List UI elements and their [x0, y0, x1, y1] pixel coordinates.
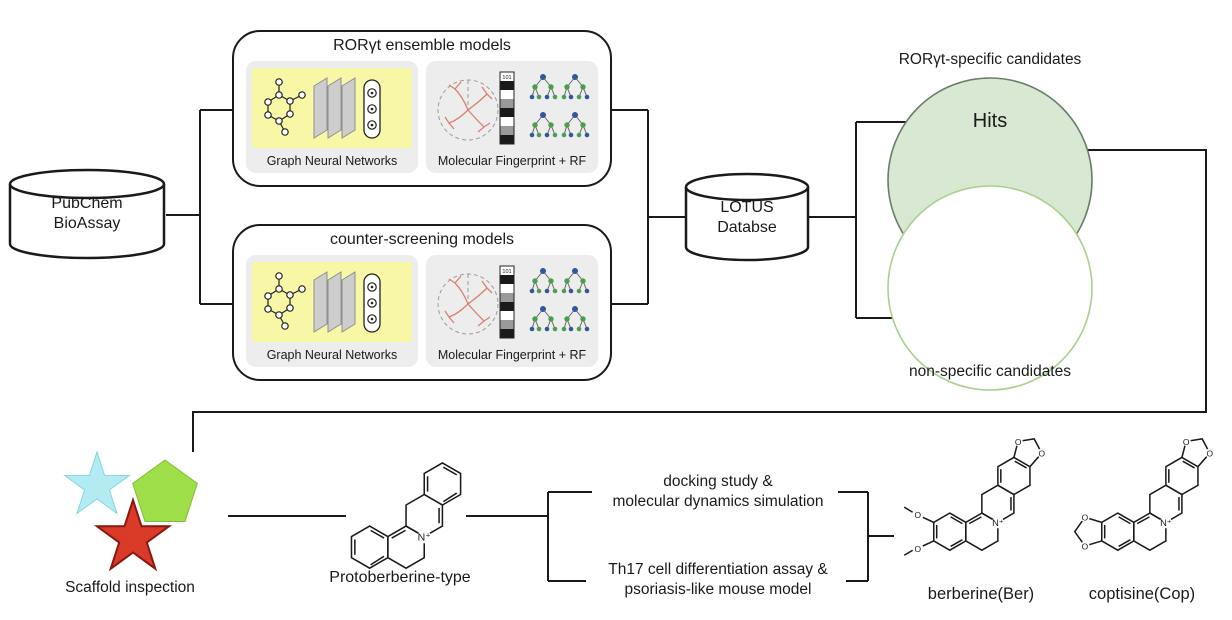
- docking-study-text: docking study & molecular dynamics simul…: [612, 473, 824, 511]
- counter-gnn-panel: Graph Neural Networks: [246, 255, 418, 367]
- left-bracket-lines: [547, 491, 592, 582]
- pubchem-label: PubChem BioAssay: [51, 195, 123, 232]
- lotus-database: LOTUS Databse: [684, 172, 810, 262]
- berberine-label: berberine(Ber): [927, 585, 1035, 603]
- ensemble-fp-panel: Molecular Fingerprint + RF: [426, 61, 598, 173]
- venn-nonspecific-label: non-specific candidates: [909, 363, 1071, 380]
- o-atom-label: O: [1038, 449, 1045, 459]
- o-atom-label: O: [1015, 438, 1022, 447]
- pubchem-cylinder-icon: [8, 168, 166, 260]
- protoberberine-structure: N⁺: [350, 462, 462, 570]
- ensemble-models-box: RORγt ensemble models Graph Neural Netwo…: [232, 30, 612, 187]
- protoberberine-label: Protoberberine-type: [329, 569, 471, 586]
- counter-screening-title: counter-screening models: [329, 231, 515, 248]
- coptisine-structure: N⁺ O O O O: [1073, 438, 1215, 551]
- berberine-structure: N⁺ O O O O: [903, 438, 1047, 556]
- gnn-icon: [252, 68, 412, 148]
- scaffold-shapes: [63, 450, 198, 572]
- ensemble-fp-label: Molecular Fingerprint + RF: [437, 154, 587, 168]
- th17-assay-text: Th17 cell differentiation assay & psoria…: [608, 561, 828, 599]
- ensemble-gnn-label: Graph Neural Networks: [266, 154, 398, 168]
- hits-feedback-line: [192, 149, 1207, 452]
- n-atom-mask: [417, 529, 431, 544]
- lotus-label: LOTUS Databse: [717, 199, 777, 236]
- o-atom-label: O: [1082, 513, 1089, 523]
- venn-bottom-circle: [887, 185, 1093, 391]
- pubchem-branch-line: [166, 109, 234, 305]
- pubchem-database: PubChem BioAssay: [8, 168, 166, 260]
- right-bracket-lines: [838, 491, 894, 582]
- counter-panels: Graph Neural Networks Molecular Fingerpr…: [234, 249, 610, 379]
- scaffold-label: Scaffold inspection: [65, 579, 195, 596]
- lotus-venn-line: [808, 121, 906, 319]
- counter-screening-box: counter-screening models Graph Neural Ne…: [232, 224, 612, 381]
- models-merge-line: [610, 109, 686, 305]
- o-atom-label: O: [1082, 541, 1089, 551]
- gnn-icon: [252, 262, 412, 342]
- ensemble-gnn-panel: Graph Neural Networks: [246, 61, 418, 173]
- counter-fp-label: Molecular Fingerprint + RF: [437, 348, 587, 362]
- red-star-shape: [93, 496, 173, 572]
- o-atom-label: O: [914, 544, 921, 554]
- venn-title: RORγt-specific candidates: [898, 51, 1082, 68]
- n-plus-atom-label: N⁺: [418, 531, 431, 543]
- fingerprint-rf-icon: [437, 71, 590, 145]
- n-plus-atom-label: N⁺: [1160, 518, 1172, 528]
- o-atom-label: O: [914, 510, 921, 520]
- venn-diagram: [887, 77, 1093, 391]
- venn-hits-label: Hits: [972, 110, 1008, 132]
- n-plus-atom-label: N⁺: [992, 518, 1004, 528]
- coptisine-label: coptisine(Cop): [1088, 585, 1196, 603]
- lotus-cylinder-icon: [684, 172, 810, 262]
- o-atom-label: O: [1206, 449, 1213, 459]
- counter-gnn-label: Graph Neural Networks: [266, 348, 398, 362]
- counter-fp-panel: Molecular Fingerprint + RF: [426, 255, 598, 367]
- fingerprint-rf-icon: [437, 265, 590, 339]
- ensemble-panels: Graph Neural Networks Molecular Fingerpr…: [234, 55, 610, 185]
- o-atom-label: O: [1183, 438, 1190, 447]
- cyan-star-shape: [63, 450, 131, 515]
- green-pentagon-shape: [132, 459, 198, 522]
- ensemble-models-title: RORγt ensemble models: [333, 37, 511, 54]
